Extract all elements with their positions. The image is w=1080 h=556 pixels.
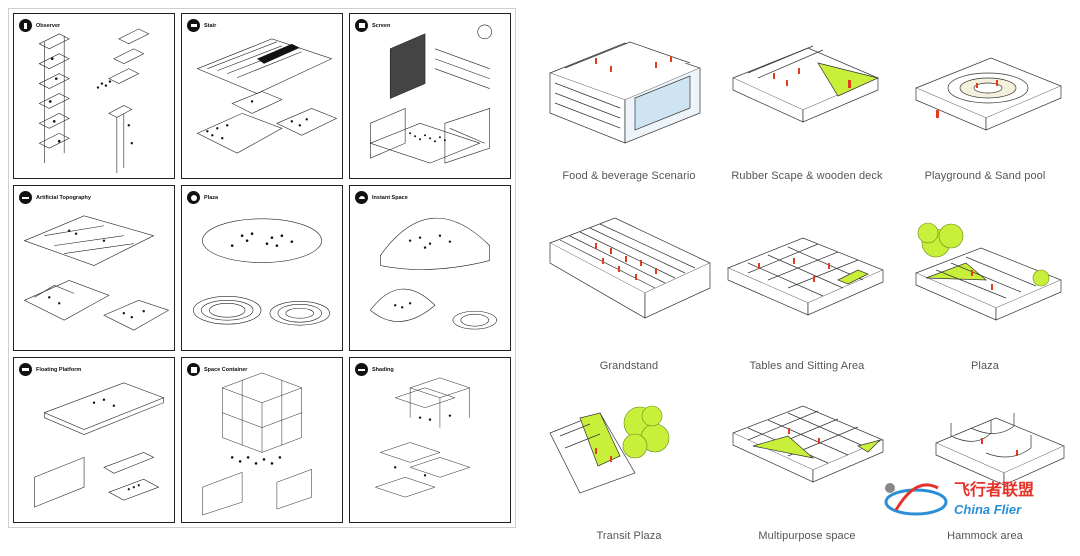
cell-observer: Observer (13, 13, 175, 179)
watermark-cn: 飞行者联盟 (954, 482, 1035, 499)
food-beverage-drawing (549, 41, 701, 144)
scenario-label: Grandstand (599, 360, 659, 372)
plaza-icon (187, 191, 200, 204)
watermark-logo-icon (884, 483, 948, 516)
stair-icon (187, 19, 200, 32)
scenario-food-beverage: Food & beverage Scenario (540, 18, 718, 196)
scenario-label: Tables and Sitting Area (749, 360, 865, 372)
rubber-scape-drawing (732, 45, 880, 123)
multipurpose-drawing (732, 405, 884, 483)
stair-drawing (196, 38, 338, 154)
cell-title: Plaza (204, 194, 219, 201)
topography-drawing (23, 215, 170, 331)
floating-platform-icon (19, 363, 32, 376)
scenario-label: Rubber Scape & wooden deck (731, 170, 883, 182)
space-container-icon (187, 363, 200, 376)
watermark-en: China Flier (954, 502, 1022, 517)
space-container-drawing (202, 372, 312, 516)
cell-title: Artificial Topography (36, 194, 91, 201)
cell-stair: Stair (181, 13, 343, 179)
cell-title: Observer (36, 22, 61, 29)
grandstand-drawing (549, 217, 711, 319)
scenario-panel: Food & beverage Scenario Rubber Scape & … (530, 0, 1080, 542)
cell-title: Space Container (204, 366, 248, 373)
cell-title: Instant Space (372, 194, 408, 201)
cell-shading: Shading (349, 357, 511, 523)
observer-drawing (38, 28, 150, 174)
cell-screen: Screen (349, 13, 511, 179)
cell-title: Floating Platform (36, 366, 82, 373)
cell-title: Stair (204, 22, 217, 29)
watermark: 飞行者联盟 China Flier (876, 468, 1076, 530)
cell-floating-platform: Floating Platform (13, 357, 175, 523)
scenario-multipurpose: Multipurpose space (718, 378, 896, 556)
plaza-scenario-drawing (915, 222, 1062, 321)
topography-icon (19, 191, 32, 204)
scenario-label: Playground & Sand pool (924, 170, 1046, 182)
scenario-tables-sitting: Tables and Sitting Area (718, 208, 896, 386)
diagram-sheet-left: Observer (8, 8, 516, 528)
observer-icon (19, 19, 32, 32)
shading-icon (355, 363, 368, 376)
scenario-plaza: Plaza (896, 208, 1074, 386)
scenario-label: Food & beverage Scenario (562, 170, 696, 182)
cell-instant-space: Instant Space (349, 185, 511, 351)
scenario-rubber-scape: Rubber Scape & wooden deck (718, 18, 896, 196)
scenario-transit-plaza: Transit Plaza (540, 378, 718, 556)
cell-topography: Artificial Topography (13, 185, 175, 351)
floating-platform-drawing (34, 382, 165, 508)
plaza-drawing (193, 218, 330, 326)
scenario-grandstand: Grandstand (540, 208, 718, 386)
screen-drawing (369, 24, 492, 164)
diagram-grid: Observer (13, 13, 511, 523)
screen-icon (355, 19, 368, 32)
scenario-playground: Playground & Sand pool (896, 18, 1074, 196)
instant-space-icon (355, 191, 368, 204)
scenario-label: Plaza (970, 360, 1000, 372)
hammock-drawing (935, 413, 1065, 486)
instant-space-drawing (369, 217, 497, 330)
cell-space-container: Space Container (181, 357, 343, 523)
shading-drawing (374, 377, 471, 498)
cell-plaza: Plaza (181, 185, 343, 351)
transit-plaza-drawing (549, 405, 670, 494)
tables-sitting-drawing (727, 237, 884, 316)
scenario-label: Transit Plaza (596, 530, 662, 542)
playground-drawing (915, 57, 1062, 131)
scenario-label: Multipurpose space (758, 530, 856, 542)
cell-title: Shading (372, 366, 394, 373)
cell-title: Screen (372, 22, 391, 29)
scenario-label: Hammock area (947, 530, 1023, 542)
